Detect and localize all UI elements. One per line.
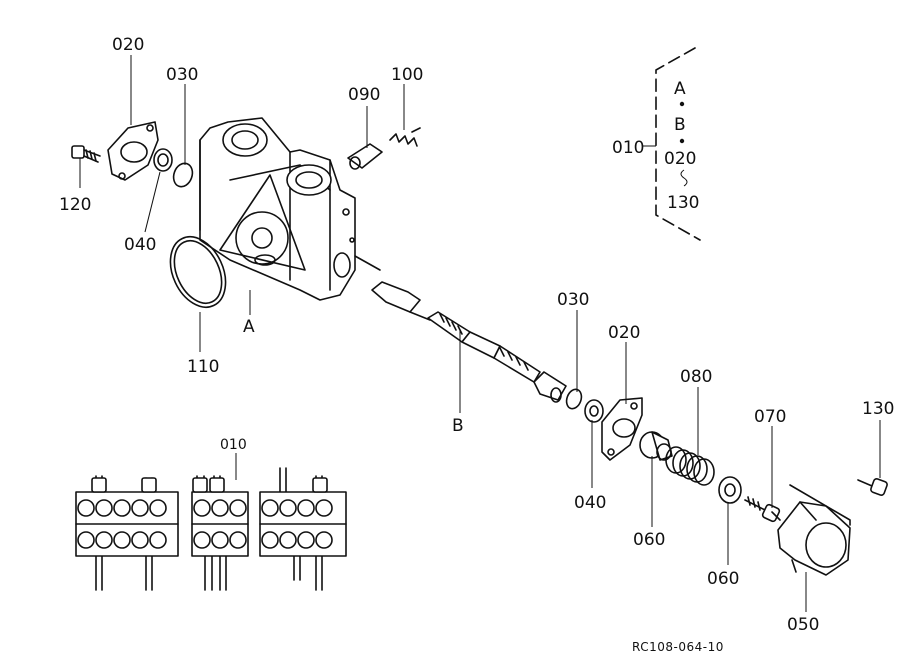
legend-dot-1: [679, 101, 685, 107]
spring-080: [665, 446, 715, 486]
spring-100: [389, 127, 421, 147]
reference-code: RC108-064-10: [632, 640, 724, 654]
gasket-plate-020-mid: [601, 397, 643, 461]
gasket-plate-020-top: [107, 121, 159, 181]
spring-seat-060-b: [718, 476, 742, 504]
legend-line-b: B: [674, 115, 686, 135]
seal-040-mid: [584, 399, 604, 423]
o-ring-030-top: [172, 162, 194, 188]
legend-line-a: A: [674, 79, 686, 99]
bolt-120: [71, 145, 101, 163]
label-120: 120: [59, 195, 91, 215]
label-b: B: [452, 416, 464, 436]
guide-line-bolt: [771, 511, 781, 521]
assembly-legend: 010 A B 020 130: [612, 47, 701, 241]
label-040-mid: 040: [574, 493, 606, 513]
legend-line-020: 020: [664, 149, 696, 169]
label-060-b: 060: [707, 569, 739, 589]
legend-range-symbol: [680, 169, 688, 187]
label-050: 050: [787, 615, 819, 635]
label-110: 110: [187, 357, 219, 377]
guide-line-cap: [789, 484, 851, 526]
bolt-130: [857, 478, 888, 496]
o-ring-030-mid: [565, 388, 583, 410]
label-020-mid: 020: [608, 323, 640, 343]
label-100: 100: [391, 65, 423, 85]
label-040-left: 040: [124, 235, 156, 255]
label-080: 080: [680, 367, 712, 387]
legend-line-130: 130: [667, 193, 699, 213]
label-130: 130: [862, 399, 894, 419]
label-090: 090: [348, 85, 380, 105]
label-030-mid: 030: [557, 290, 589, 310]
label-030-top: 030: [166, 65, 198, 85]
label-060-a: 060: [633, 530, 665, 550]
label-020-top: 020: [112, 35, 144, 55]
plug-090: [347, 143, 383, 170]
legend-dot-2: [679, 138, 685, 144]
bolt-070: [744, 496, 781, 523]
seal-040-left: [153, 148, 173, 172]
cap-050: [777, 501, 851, 576]
label-a: A: [243, 317, 255, 337]
leader-lines: [79, 55, 881, 612]
label-010-inset: 010: [220, 437, 247, 453]
o-ring-110: [169, 236, 227, 308]
valve-bank-inset: 010: [75, 437, 347, 591]
label-070: 070: [754, 407, 786, 427]
legend-main-code: 010: [612, 138, 644, 158]
valve-body: [199, 117, 356, 301]
